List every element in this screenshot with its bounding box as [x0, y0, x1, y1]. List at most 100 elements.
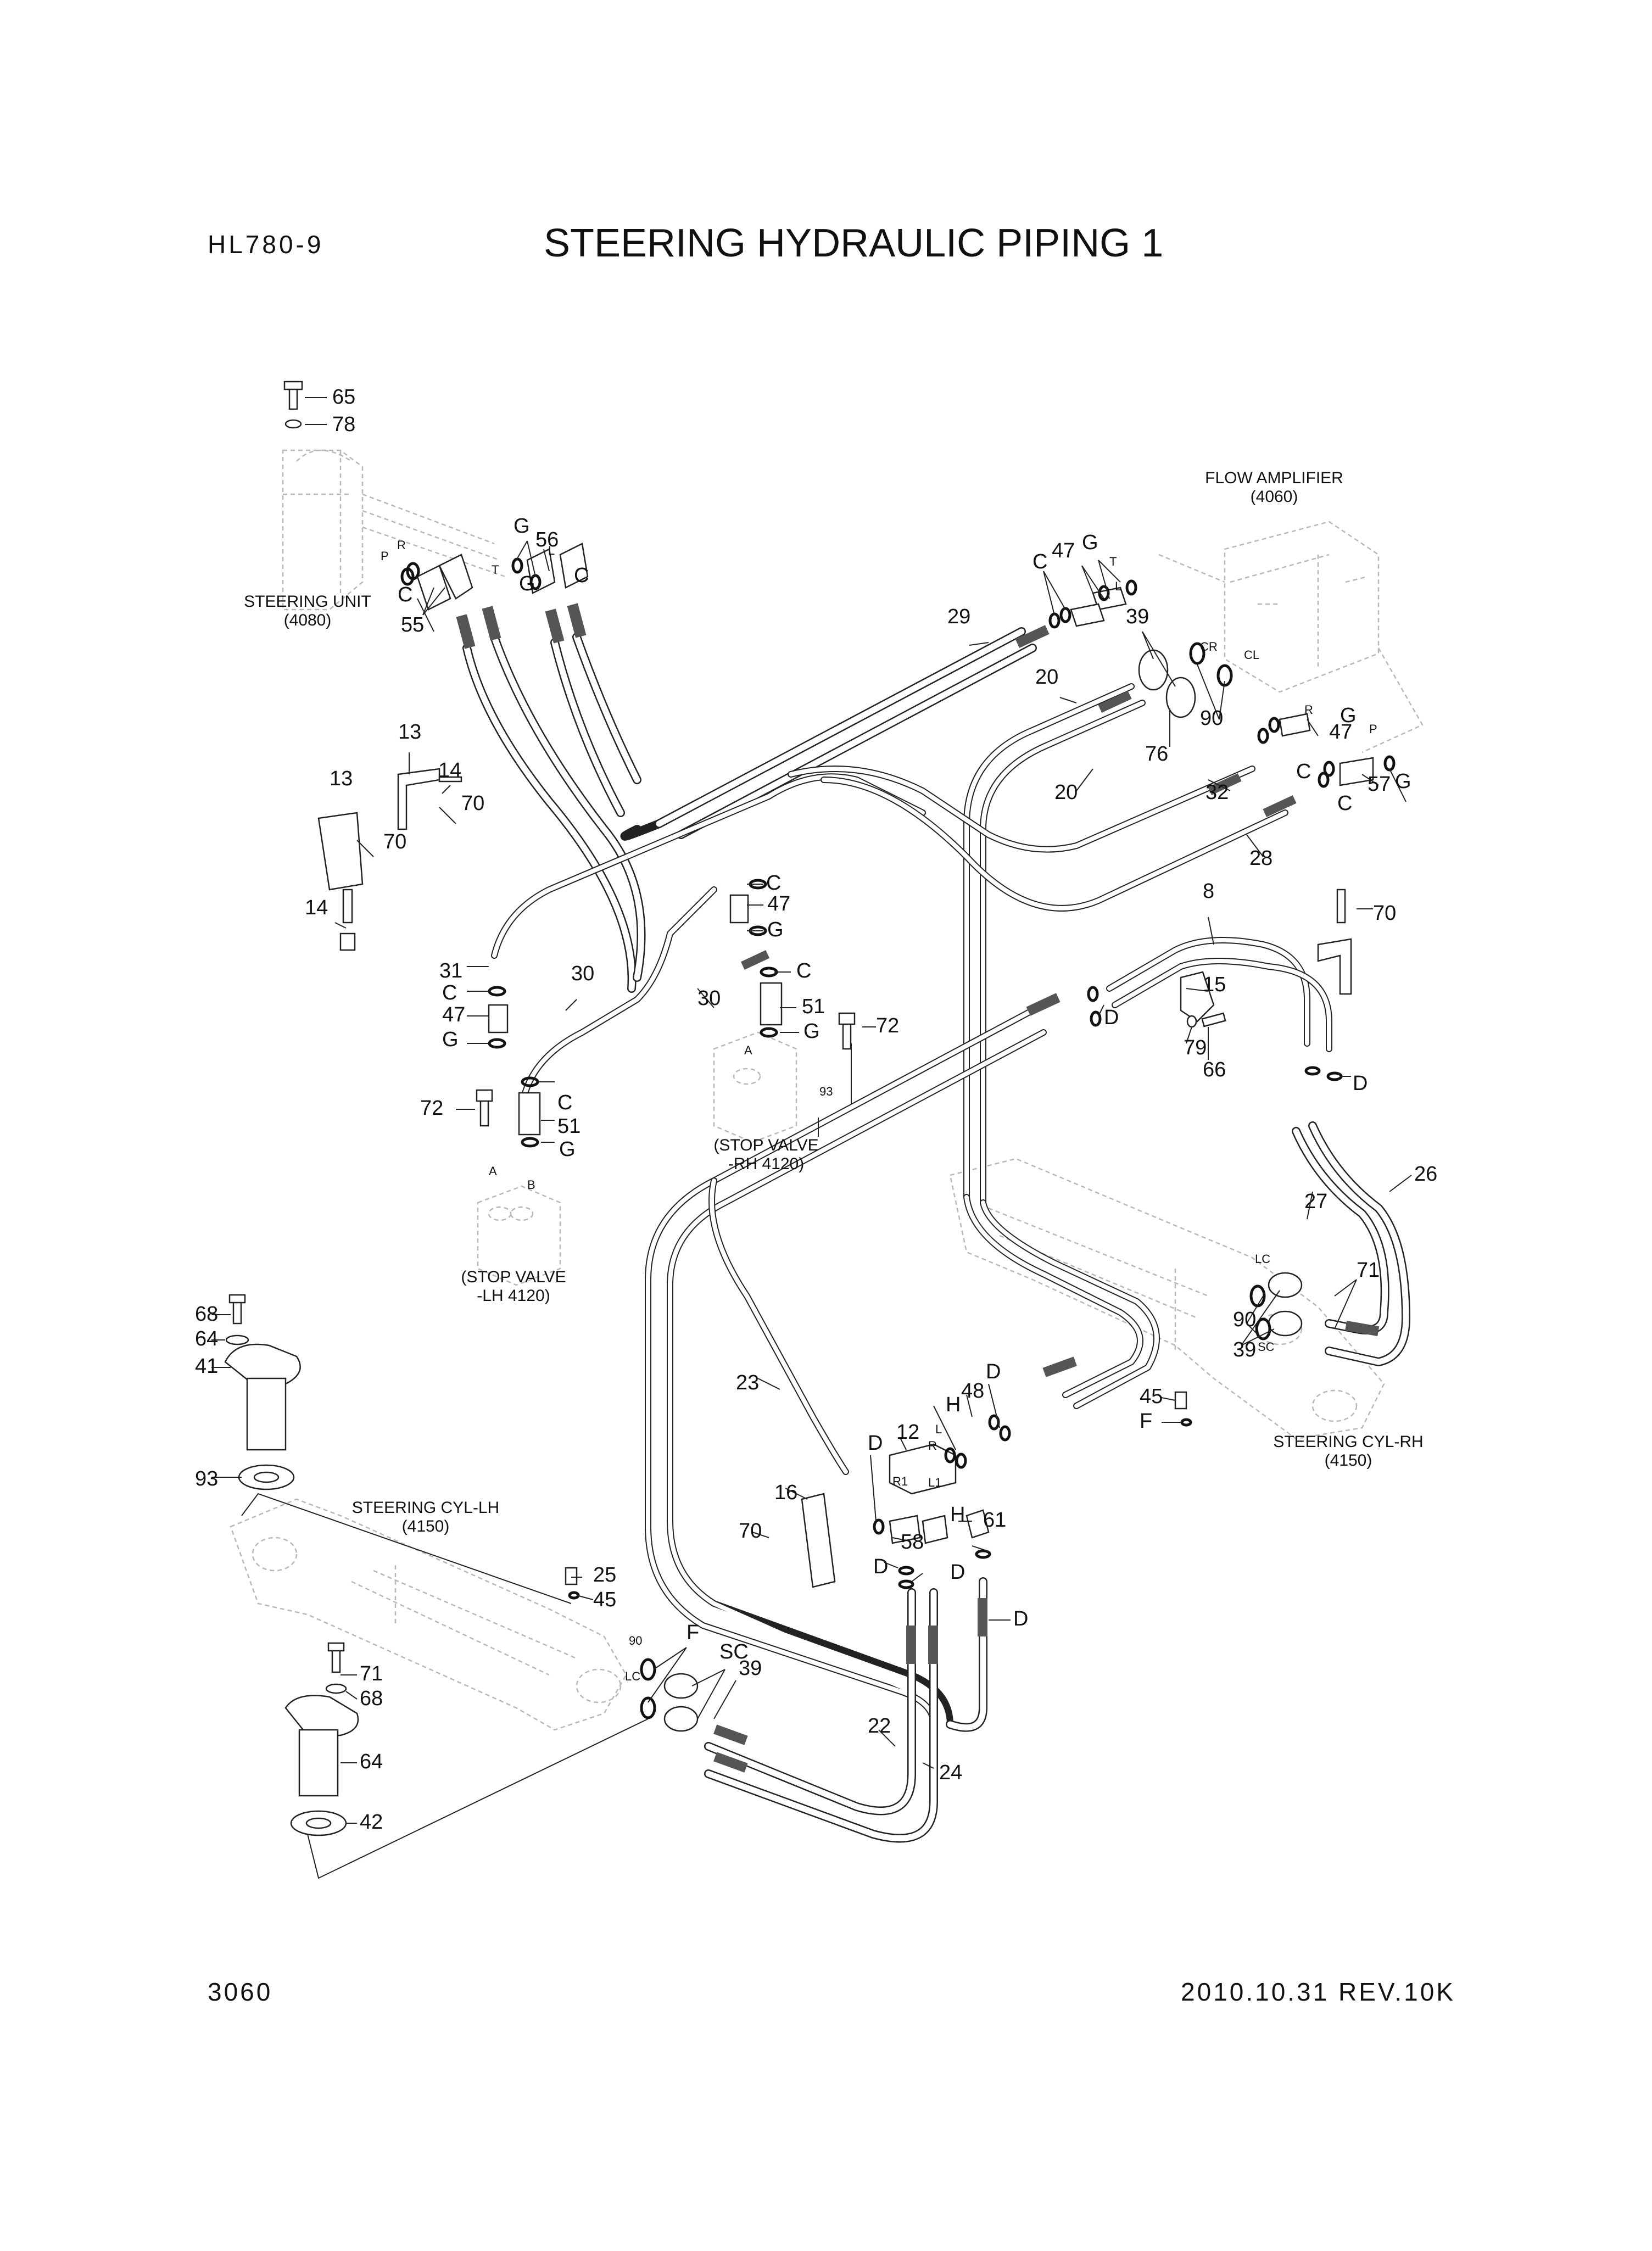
callout-label: 31 — [439, 959, 462, 982]
callout-label: G — [767, 918, 784, 941]
assembly-label-flow-amplifier: FLOW AMPLIFIER — [1205, 469, 1343, 487]
callout-label: C — [1296, 760, 1311, 783]
callout-label: 61 — [983, 1509, 1006, 1532]
callout-label: 71 — [1357, 1259, 1380, 1282]
callout-label: 47 — [1329, 720, 1352, 744]
page-number: 3060 — [208, 1978, 273, 2006]
callout-label: 24 — [939, 1761, 962, 1784]
assembly-label-stop-valve-rh: (STOP VALVE — [713, 1136, 818, 1154]
callout-label: 70 — [461, 792, 484, 815]
fittings — [224, 381, 1374, 1836]
callout-label: 41 — [195, 1355, 218, 1378]
callout-label: 20 — [1035, 666, 1058, 689]
callout-label: 90 — [1200, 707, 1223, 730]
model-number: HL780-9 — [208, 230, 324, 259]
callout-label: 29 — [947, 605, 970, 628]
callout-label: P — [381, 549, 389, 563]
callout-label: 64 — [360, 1750, 383, 1773]
callout-label: 30 — [697, 987, 721, 1010]
callout-label: 25 — [593, 1563, 616, 1587]
callout-label: 42 — [360, 1811, 383, 1834]
callout-label: G — [519, 572, 535, 595]
callout-label: CR — [1200, 640, 1218, 653]
callout-label: G — [442, 1028, 459, 1051]
callout-label: G — [1395, 770, 1411, 793]
callout-label: 27 — [1304, 1190, 1327, 1213]
pipe-loop-20 — [963, 683, 1160, 1409]
callout-label: R — [397, 538, 406, 552]
callout-label: 13 — [398, 720, 421, 744]
assembly-label-steering-unit: (4080) — [284, 611, 332, 629]
callout-label: D — [986, 1360, 1001, 1383]
assembly-label-stop-valve-rh: -RH 4120) — [728, 1155, 804, 1173]
callout-label: 39 — [1233, 1338, 1256, 1361]
steering-unit-ghost — [282, 449, 506, 611]
callout-label: 93 — [819, 1085, 833, 1098]
callout-label: 57 — [1368, 773, 1391, 796]
callout-label: D — [1013, 1607, 1028, 1630]
callout-label: 22 — [868, 1714, 891, 1738]
hose-bundle-steering-unit — [462, 633, 646, 993]
assembly-label-steering-cyl-rh: (4150) — [1325, 1451, 1372, 1470]
callout-label: G — [803, 1020, 820, 1043]
callout-label: 26 — [1414, 1163, 1437, 1186]
callout-label: 78 — [332, 413, 355, 436]
callout-label: 30 — [571, 962, 594, 985]
callout-label: 48 — [961, 1379, 984, 1403]
pipe-8 — [1106, 937, 1332, 1052]
callout-label: C — [1032, 550, 1047, 573]
callout-label: 72 — [420, 1097, 443, 1120]
callout-label: 47 — [1052, 539, 1075, 562]
callout-label: 66 — [1203, 1058, 1226, 1081]
callout-label: T — [1109, 555, 1117, 568]
callout-label: D — [950, 1561, 965, 1584]
callout-label: 93 — [195, 1467, 218, 1490]
callout-label: C — [574, 564, 589, 587]
assembly-label-flow-amplifier: (4060) — [1251, 488, 1298, 506]
callout-label: D — [868, 1432, 883, 1455]
assembly-label-steering-cyl-lh: (4150) — [402, 1517, 450, 1535]
callout-label: H — [946, 1393, 961, 1416]
callout-label: R — [1304, 703, 1313, 717]
callout-label: F — [1140, 1410, 1152, 1433]
callout-label: 28 — [1249, 847, 1273, 870]
callout-label: R1 — [892, 1474, 908, 1488]
callout-label: 65 — [332, 386, 355, 409]
o-rings — [400, 557, 1396, 1719]
callout-label: C — [1337, 792, 1352, 815]
callout-label: SC — [719, 1640, 749, 1663]
callout-label: 39 — [1126, 605, 1149, 628]
callout-label: G — [559, 1138, 576, 1161]
callout-label: 23 — [736, 1371, 759, 1394]
callout-label: 70 — [739, 1520, 762, 1543]
callout-label: 45 — [1140, 1385, 1163, 1408]
callout-label: C — [796, 959, 811, 982]
callout-label: T — [492, 563, 499, 577]
callout-label: H — [950, 1503, 965, 1526]
callout-label: 51 — [802, 995, 825, 1018]
callout-label: LC — [1255, 1252, 1270, 1266]
stop-valve-rh-ghost — [713, 1031, 797, 1143]
callout-label: SC — [1258, 1340, 1275, 1354]
callout-label: 14 — [438, 759, 461, 782]
callout-label: C — [766, 872, 781, 895]
callout-label: 51 — [557, 1115, 581, 1138]
callout-label: 68 — [360, 1687, 383, 1710]
callout-label: 47 — [767, 892, 790, 915]
callout-label: 56 — [535, 528, 559, 551]
callout-label: 15 — [1203, 973, 1226, 996]
callout-label: 58 — [901, 1531, 924, 1554]
stop-valve-lh-ghost — [477, 1185, 561, 1286]
callout-label: L — [935, 1422, 942, 1436]
callout-label: 14 — [305, 896, 328, 919]
hose-crimp-sleeves — [456, 603, 1380, 1773]
callout-label: 12 — [896, 1421, 919, 1444]
callout-label: L — [548, 544, 555, 557]
assembly-label-stop-valve-lh: -LH 4120) — [477, 1287, 550, 1305]
callout-label: B — [527, 1178, 535, 1192]
callout-label: G — [514, 515, 530, 538]
callout-label: 70 — [383, 830, 406, 853]
callout-label: F — [687, 1621, 699, 1644]
callout-label: 68 — [195, 1303, 218, 1326]
